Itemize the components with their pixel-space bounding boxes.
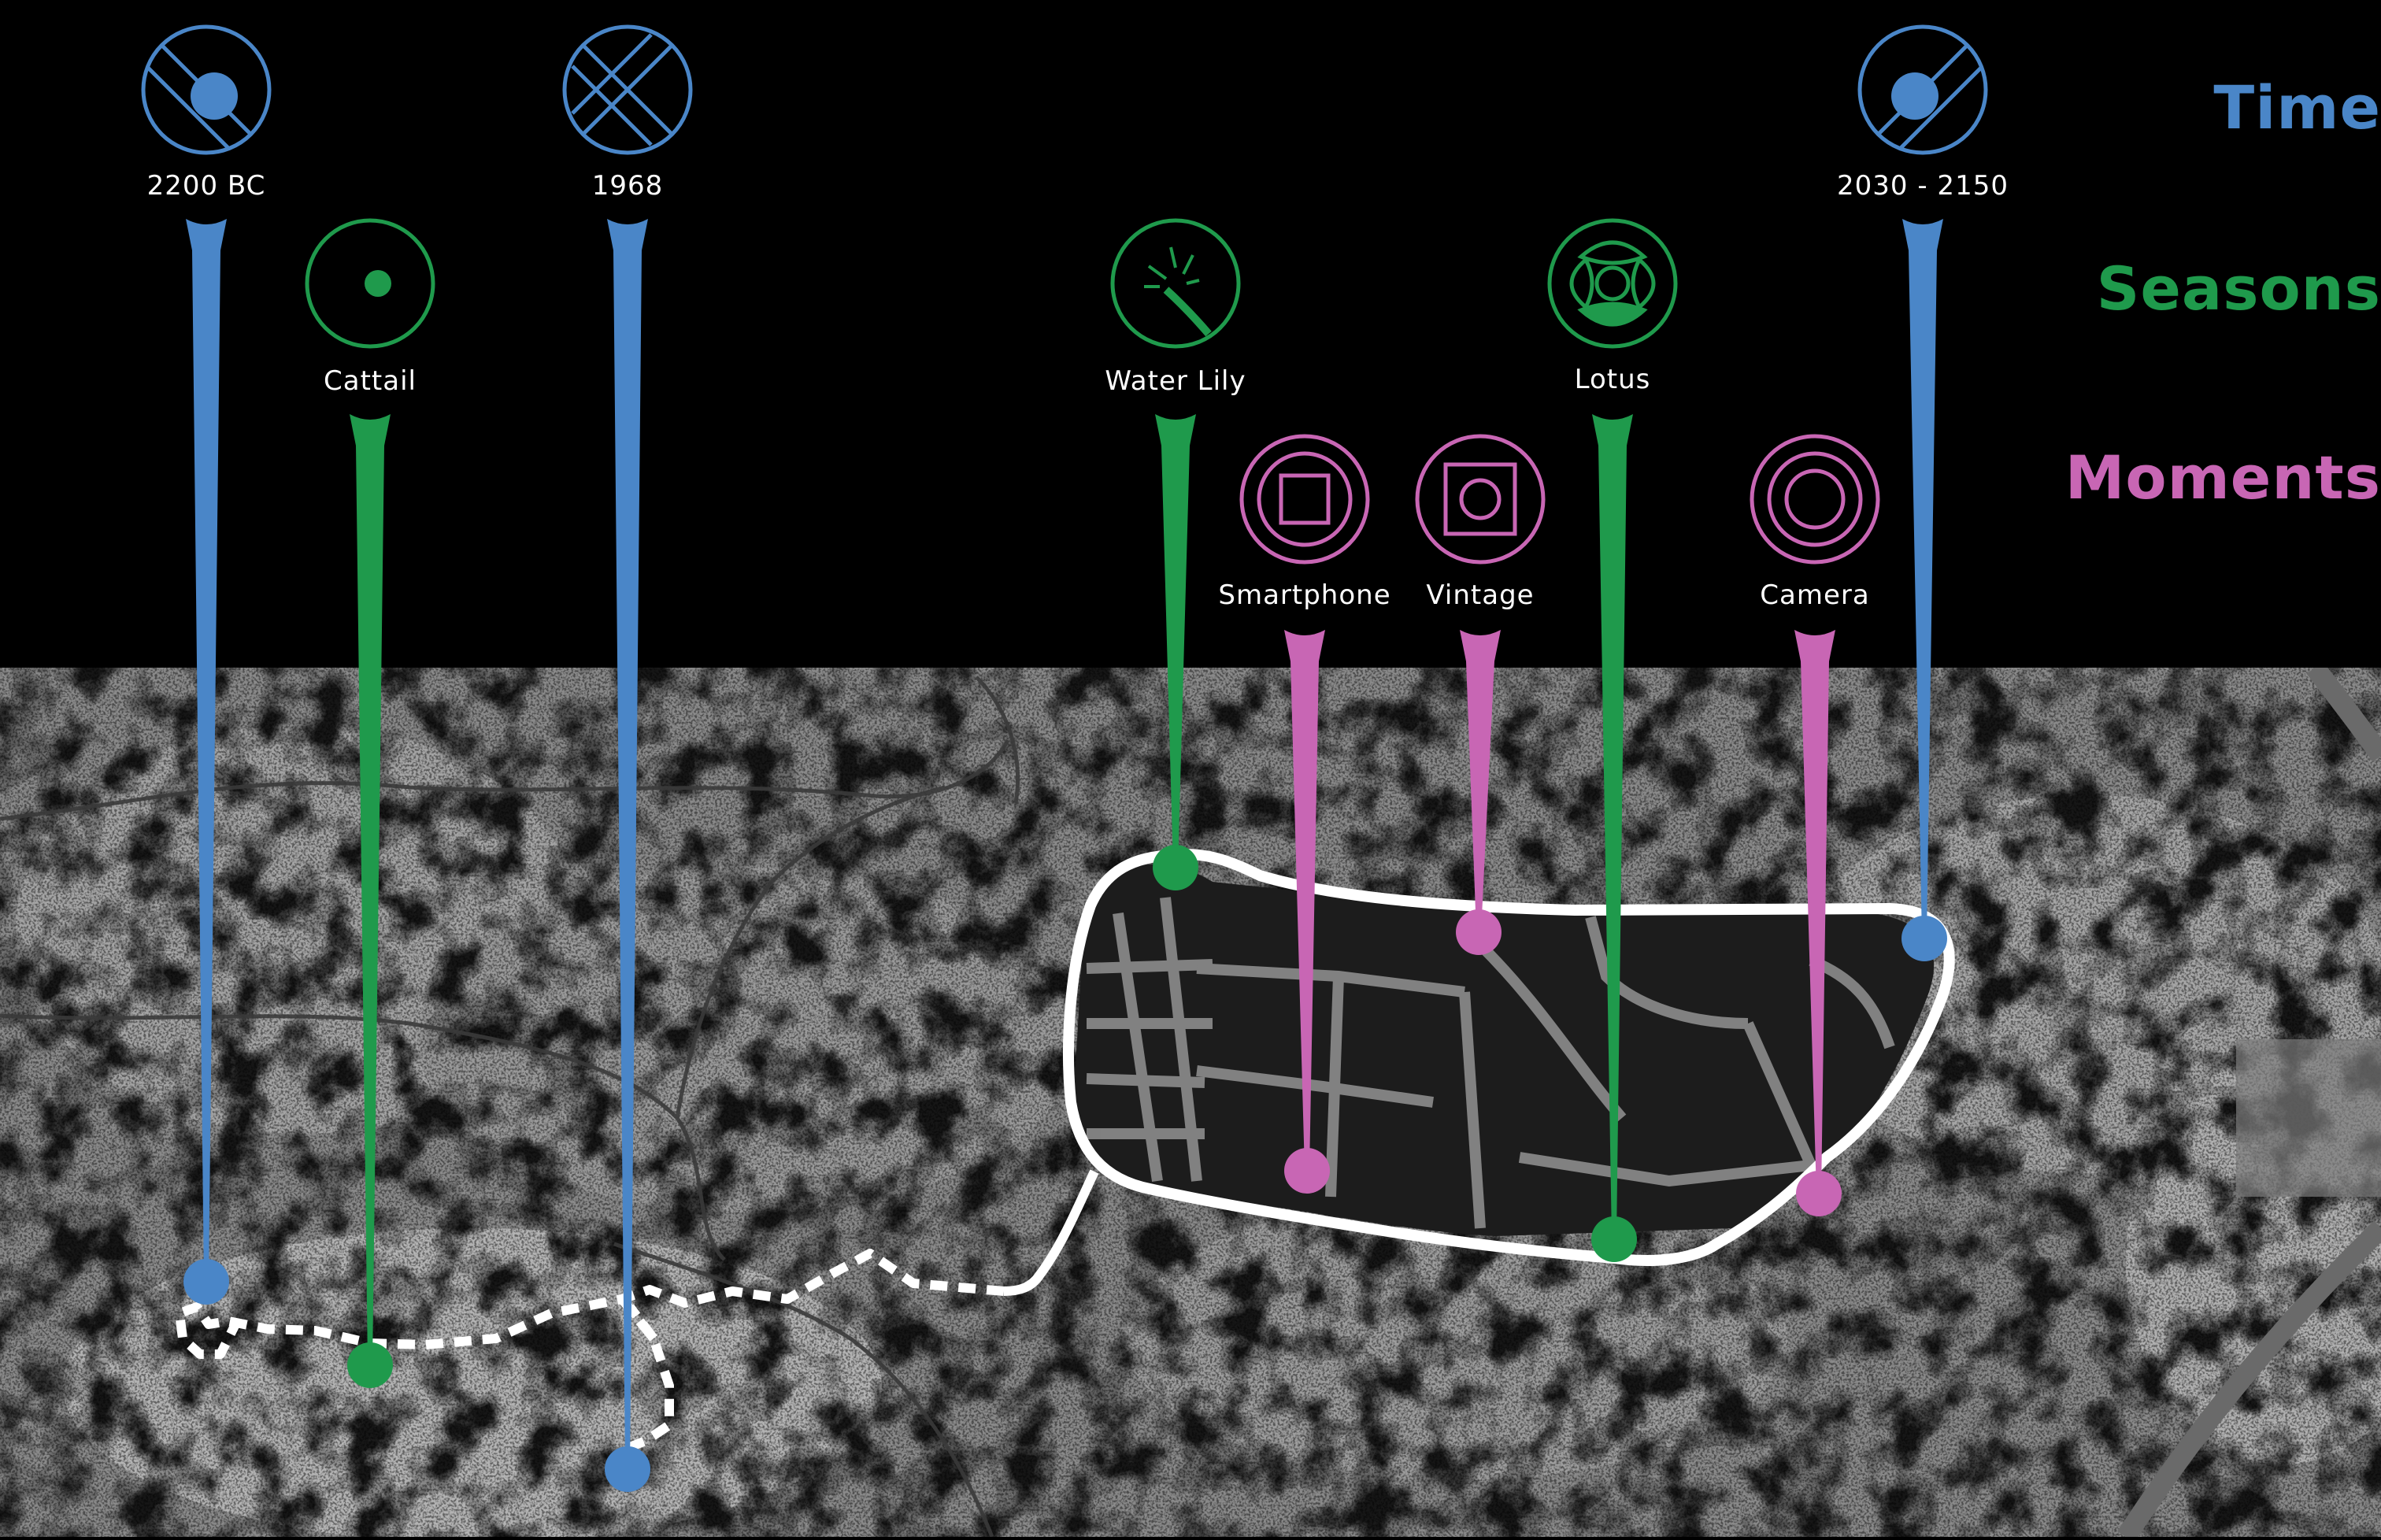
marker-label-2030-2150: 2030 - 2150 (1837, 170, 2009, 202)
lotus-pin (1592, 414, 1633, 1239)
circle-dot-icon[interactable] (305, 218, 435, 349)
circle-dot-slash-icon[interactable] (141, 24, 272, 155)
marker-label-camera: Camera (1760, 579, 1870, 611)
legend-moments: Moments (2064, 442, 2381, 513)
vintage-location-dot[interactable] (1456, 909, 1502, 955)
lotus-icon[interactable] (1547, 218, 1678, 349)
route-connector (1003, 1169, 1099, 1296)
circle-dot-slash-icon[interactable] (1857, 24, 1988, 155)
y1968-location-dot[interactable] (605, 1446, 650, 1492)
route-loop (1063, 849, 1955, 1266)
lotus-location-dot[interactable] (1591, 1216, 1637, 1262)
marker-label-2200-bc: 2200 BC (146, 170, 266, 202)
legend-seasons: Seasons (2096, 254, 2381, 324)
waterlily-location-dot[interactable] (1153, 845, 1198, 890)
marker-label-smartphone: Smartphone (1218, 579, 1391, 611)
camera-location-dot[interactable] (1796, 1171, 1842, 1216)
route-dashed-trail (175, 1249, 1005, 1453)
circle-rings-icon[interactable] (1750, 434, 1880, 565)
camera-pin (1794, 630, 1835, 1194)
vintage-pin (1460, 630, 1501, 932)
smartphone-pin (1284, 630, 1325, 1171)
y2030-location-dot[interactable] (1901, 916, 1947, 961)
water-lily-icon[interactable] (1110, 218, 1241, 349)
marker-label-vintage: Vintage (1426, 579, 1535, 611)
y2030-pin (1902, 219, 1943, 938)
bc2200-location-dot[interactable] (183, 1259, 229, 1305)
circle-square-dot-icon[interactable] (1415, 434, 1546, 565)
marker-label-water-lily: Water Lily (1105, 365, 1246, 397)
marker-label-lotus: Lotus (1574, 364, 1651, 395)
y1968-pin (607, 219, 648, 1469)
bc2200-pin (186, 219, 227, 1282)
legend-time: Time (2213, 72, 2381, 143)
cattail-location-dot[interactable] (347, 1342, 393, 1388)
aerial-map (0, 668, 2381, 1537)
marker-label-1968: 1968 (591, 170, 664, 202)
circle-cross-icon[interactable] (562, 24, 693, 155)
marker-label-cattail: Cattail (324, 365, 417, 397)
cattail-pin (350, 414, 391, 1365)
circle-square-icon[interactable] (1239, 434, 1370, 565)
smartphone-location-dot[interactable] (1284, 1148, 1330, 1194)
waterlily-pin (1155, 414, 1196, 868)
